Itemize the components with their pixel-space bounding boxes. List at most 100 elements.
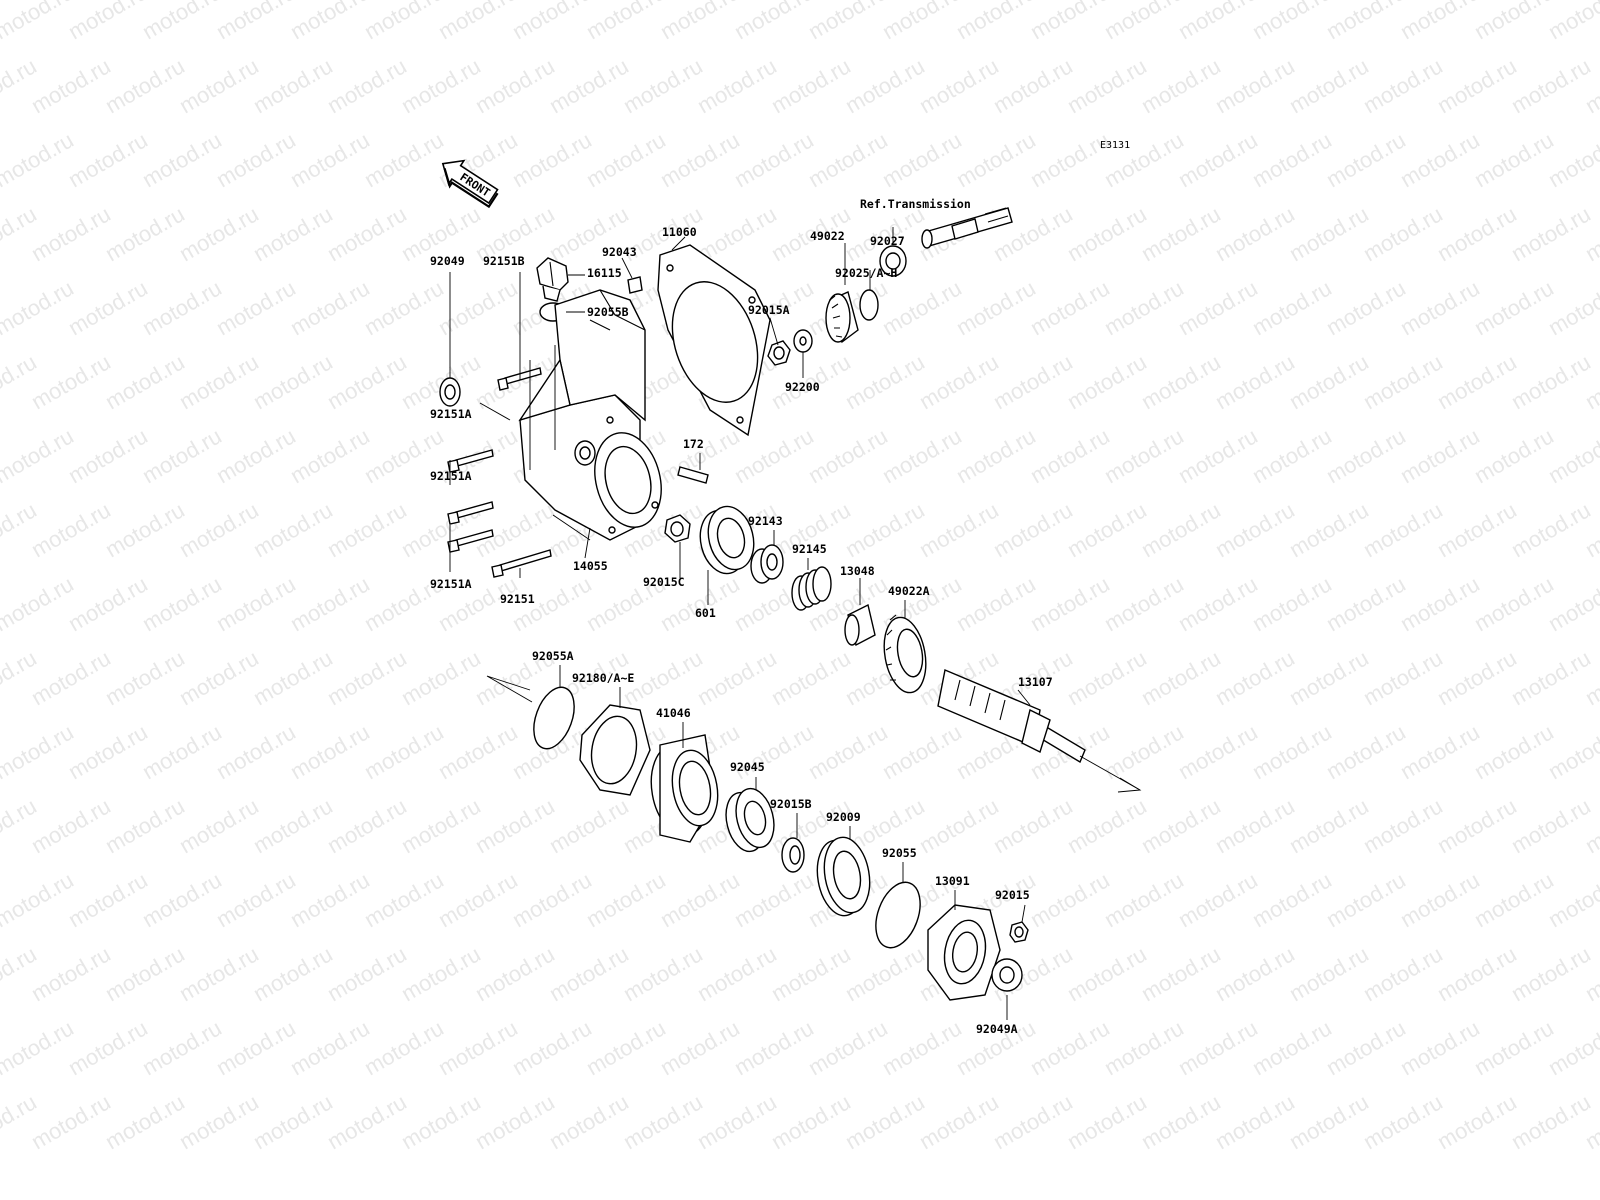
watermark-text: motod.ru [471, 1089, 559, 1154]
watermark-text: motod.ru [1433, 941, 1521, 1006]
watermark-text: motod.ru [1359, 941, 1447, 1006]
watermark-text: motod.ru [286, 867, 374, 932]
watermark-text: motod.ru [286, 423, 374, 488]
watermark-text: motod.ru [619, 941, 707, 1006]
watermark-text: motod.ru [27, 1089, 115, 1154]
label-13107: 13107 [1018, 675, 1053, 689]
label-92049: 92049 [430, 254, 465, 268]
seal-92009 [816, 836, 871, 917]
nut-92015 [1009, 921, 1029, 943]
watermark-text: motod.ru [1322, 1015, 1410, 1080]
watermark-text: motod.ru [1100, 275, 1188, 340]
watermark-text: motod.ru [1026, 571, 1114, 636]
watermark-text: motod.ru [1322, 571, 1410, 636]
watermark-text: motod.ru [915, 1089, 1003, 1154]
watermark-text: motod.ru [249, 1089, 337, 1154]
watermark-text: motod.ru [397, 53, 485, 118]
watermark-text: motod.ru [0, 719, 78, 784]
watermark-text: motod.ru [1396, 571, 1484, 636]
watermark-text: motod.ru [582, 867, 670, 932]
label-49022: 49022 [810, 229, 845, 243]
watermark-text: motod.ru [1137, 349, 1225, 414]
watermark-text: motod.ru [1063, 53, 1151, 118]
watermark-text: motod.ru [64, 867, 152, 932]
watermark-text: motod.ru [1211, 497, 1299, 562]
watermark-text: motod.ru [64, 1015, 152, 1080]
watermark-text: motod.ru [1507, 793, 1595, 858]
watermark-text: motod.ru [804, 423, 892, 488]
watermark-text: motod.ru [1470, 127, 1558, 192]
label-92055: 92055 [882, 846, 917, 860]
watermark-text: motod.ru [212, 719, 300, 784]
watermark-text: motod.ru [286, 719, 374, 784]
watermark-text: motod.ru [249, 793, 337, 858]
part-labels: 16115 92055B 11060 92043 92015A 49022 92… [430, 225, 1053, 1036]
watermark-text: motod.ru [878, 127, 966, 192]
watermark-text: motod.ru [952, 127, 1040, 192]
watermark-text: motod.ru [175, 941, 263, 1006]
watermark-text: motod.ru [1285, 941, 1373, 1006]
watermark-text: motod.ru [1026, 1015, 1114, 1080]
watermark-text: motod.ru [804, 719, 892, 784]
label-92049A: 92049A [976, 1022, 1018, 1036]
label-11060: 11060 [662, 225, 697, 239]
watermark-text: motod.ru [952, 275, 1040, 340]
watermark-text: motod.ru [1100, 1015, 1188, 1080]
breather-16115 [536, 257, 569, 302]
watermark-text: motod.ru [1470, 423, 1558, 488]
washer-92200 [793, 329, 813, 353]
label-92055B: 92055B [587, 305, 629, 319]
watermark-text: motod.ru [1100, 867, 1188, 932]
watermark-text: motod.ru [1433, 1089, 1521, 1154]
watermark-text: motod.ru [878, 423, 966, 488]
watermark-text: motod.ru [693, 941, 781, 1006]
stud-172 [677, 466, 709, 484]
leader-lines [449, 227, 1031, 1020]
watermark-text: motod.ru [1063, 349, 1151, 414]
watermark-text: motod.ru [138, 127, 226, 192]
watermark-text: motod.ru [212, 127, 300, 192]
shim-92025 [859, 289, 879, 321]
label-92055A: 92055A [532, 649, 574, 663]
bolt-92151A-3 [447, 529, 494, 553]
oring-92055 [875, 881, 921, 949]
watermark-text: motod.ru [1507, 645, 1595, 710]
nut-92015B [781, 837, 805, 873]
watermark-text: motod.ru [1396, 127, 1484, 192]
watermark-text: motod.ru [1026, 867, 1114, 932]
watermark-text: motod.ru [1396, 719, 1484, 784]
diagram-code: E3131 [1100, 140, 1130, 151]
watermark-text: motod.ru [693, 645, 781, 710]
watermark-text: motod.ru [101, 201, 189, 266]
watermark-text: motod.ru [323, 1089, 411, 1154]
watermark-text: motod.ru [1396, 423, 1484, 488]
watermark-text: motod.ru [138, 423, 226, 488]
nut-92015A [767, 340, 791, 366]
label-92200: 92200 [785, 380, 820, 394]
watermark-text: motod.ru [0, 571, 78, 636]
watermark-text: motod.ru [1285, 53, 1373, 118]
watermark-text: motod.ru [1433, 497, 1521, 562]
watermark-text: motod.ru [767, 1089, 855, 1154]
watermark-text: motod.ru [323, 201, 411, 266]
watermark-text: motod.ru [1063, 497, 1151, 562]
label-92145: 92145 [792, 542, 827, 556]
watermark-text: motod.ru [286, 275, 374, 340]
watermark-text: motod.ru [1248, 1015, 1336, 1080]
watermark-text: motod.ru [545, 1089, 633, 1154]
watermark-text: motod.ru [1544, 1015, 1600, 1080]
watermark-text: motod.ru [989, 497, 1077, 562]
watermark-text: motod.ru [1507, 497, 1595, 562]
label-92151A-3: 92151A [430, 577, 472, 591]
watermark-text: motod.ru [1359, 201, 1447, 266]
watermark-text: motod.ru [0, 423, 78, 488]
watermark-text: motod.ru [1285, 1089, 1373, 1154]
spring-92145 [791, 566, 832, 611]
watermark-text: motod.ru [249, 53, 337, 118]
watermark-text: motod.ru [397, 793, 485, 858]
watermark-text: motod.ru [1396, 1015, 1484, 1080]
bolt-92151A-2 [447, 501, 494, 525]
watermark-text: motod.ru [175, 793, 263, 858]
watermark-text: motod.ru [1544, 0, 1600, 44]
